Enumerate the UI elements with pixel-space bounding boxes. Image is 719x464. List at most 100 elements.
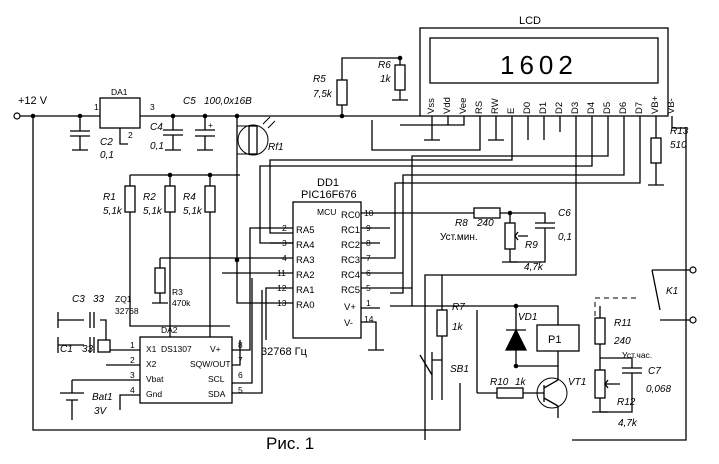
c2-value: 0,1 [100,150,114,161]
svg-text:RA5: RA5 [296,225,314,236]
sqw-frequency-label: 32768 Гц [261,346,308,358]
c1-ref: C1 [60,344,73,355]
r11-value: 240 [613,336,631,347]
c7-ref: C7 [648,366,661,377]
r1-value: 5,1k [103,206,123,217]
lcd-pin-d4: D4 [586,102,597,114]
svg-text:RC4: RC4 [341,270,360,281]
relay-driver: P1 VD1 R10 1k VT1 [412,303,586,418]
button-sb1: R7 1k SB1 [419,275,469,400]
da1-pin-in: 1 [94,102,99,112]
r11-ref: R11 [614,318,632,329]
r10-value: 1k [515,377,527,388]
r13-ref: R13 [670,126,689,137]
c2-ref: C2 [100,137,113,148]
resistor-r5: R5 7,5k [313,57,400,116]
zq1-ref: ZQ1 [115,294,132,304]
da1-pin-gnd: 2 [128,130,133,140]
relay-k1: K1 [594,266,697,325]
lcd-pin-d2: D2 [554,102,565,114]
mcu-dd1: DD1 PIC16F676 MCU RA5 RA4 RA3 RA2 RA1 RA… [160,175,470,351]
r7-value: 1k [452,322,464,333]
bat1-ref: Bat1 [92,392,113,403]
photoresistor-rf1: Rf1 [236,116,284,175]
lcd-pin-d7: D7 [634,102,645,114]
r2-value: 5,1k [143,206,163,217]
c7-value: 0,068 [646,384,671,395]
r7-ref: R7 [452,302,465,313]
r6-ref: R6 [378,60,391,71]
r5-ref: R5 [313,74,326,85]
capacitor-c2: C2 0,1 [70,116,114,161]
r9-ref: R9 [525,240,538,251]
lcd-pin-rw: RW [490,98,501,114]
r4-ref: R4 [183,192,196,203]
minutes-trim-network: R8 240 Уст.мин. R9 4,7k C6 0,1 [440,207,572,273]
svg-text:14: 14 [364,314,374,324]
svg-text:+: + [208,120,213,130]
resistor-r3: R3 470k [152,258,191,308]
capacitor-c4: C4 0,1 [150,116,183,152]
vt1-ref: VT1 [568,377,586,388]
svg-text:RC5: RC5 [341,285,360,296]
r12-ref: R12 [617,397,636,408]
svg-text:4: 4 [130,385,135,395]
svg-text:V-: V- [344,318,353,329]
lcd-pin-e: E [506,108,517,114]
vd1-ref: VD1 [518,312,537,323]
lcd-pin-d0: D0 [522,102,533,114]
svg-text:SDA: SDA [208,389,226,399]
lcd-pin-vss: Vss [426,98,437,114]
r12-value: 4,7k [618,418,638,429]
c3-value: 33 [93,294,105,305]
da1-pin-out: 3 [150,102,155,112]
hours-trim-network: R11 240 Уст.час. R12 4,7k C7 0,068 [592,306,671,429]
rtc-part: DS1307 [161,344,192,354]
c5-value: 100,0x16B [204,96,252,107]
r1-ref: R1 [103,192,116,203]
svg-text:RC3: RC3 [341,255,360,266]
svg-text:V+: V+ [344,302,356,313]
da1-ref: DA1 [111,87,128,97]
c1-value: 33 [82,344,94,355]
r2-ref: R2 [143,192,156,203]
svg-text:RC1: RC1 [341,225,360,236]
r8-note: Уст.мин. [440,232,478,243]
lcd-pin-rs: RS [474,101,485,114]
svg-text:X2: X2 [146,359,157,369]
svg-text:1: 1 [366,298,371,308]
svg-text:V+: V+ [210,344,221,354]
svg-text:RC2: RC2 [341,240,360,251]
supply-label: +12 V [18,95,48,107]
mcu-core-label: MCU [317,207,336,217]
figure-caption: Рис. 1 [266,434,314,453]
regulator-da1: DA1 1 3 2 [94,87,155,145]
r4-value: 5,1k [183,206,203,217]
c5-ref: C5 [183,96,196,107]
k1-ref: K1 [666,286,678,297]
lcd-module: LCD 1602 Vss Vdd Vee RS RW E D0 D1 D2 D3… [259,15,689,441]
ground-return [32,116,461,431]
r8-value: 240 [476,218,494,229]
c6-value: 0,1 [558,232,572,243]
c6-ref: C6 [558,208,571,219]
lcd-pin-d3: D3 [570,102,581,114]
r10-ref: R10 [490,377,509,388]
svg-text:Gnd: Gnd [146,389,162,399]
svg-text:Vbat: Vbat [146,374,164,384]
svg-text:3: 3 [130,370,135,380]
r3-value: 470k [172,298,191,308]
lcd-pin-d1: D1 [538,102,549,114]
p1-ref: P1 [548,334,561,346]
lcd-pin-d6: D6 [618,102,629,114]
svg-text:RA3: RA3 [296,255,314,266]
svg-text:6: 6 [238,370,243,380]
c4-ref: C4 [150,122,163,133]
r13-value: 510 [670,140,687,151]
c4-value: 0,1 [150,141,164,152]
svg-text:1: 1 [130,340,135,350]
c3-ref: C3 [72,294,85,305]
svg-text:RC0: RC0 [341,210,360,221]
svg-text:RA4: RA4 [296,240,314,251]
